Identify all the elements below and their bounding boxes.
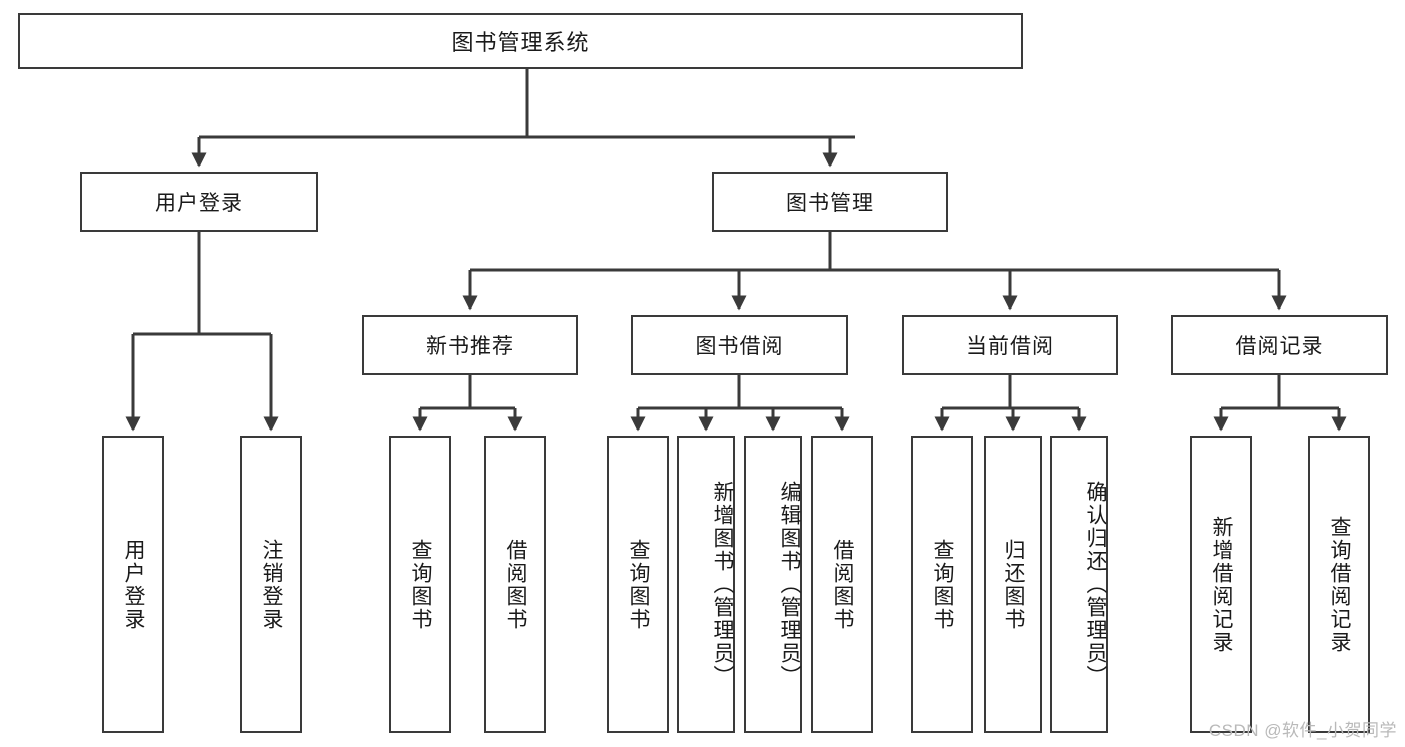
node-leaf-logout[interactable]: 注销登录 bbox=[240, 436, 302, 733]
node-book-borrow[interactable]: 图书借阅 bbox=[631, 315, 848, 375]
node-leaf-add-book-admin[interactable]: 新增图书（管理员） bbox=[677, 436, 735, 733]
watermark-text: CSDN @软件_小贺同学 bbox=[1208, 721, 1397, 740]
node-leaf-confirm-return-admin[interactable]: 确认归还（管理员） bbox=[1050, 436, 1108, 733]
node-leaf-add-borrow-record[interactable]: 新增借阅记录 bbox=[1190, 436, 1252, 733]
node-leaf-borrow-book[interactable]: 借阅图书 bbox=[811, 436, 873, 733]
node-leaf-return-book[interactable]: 归还图书 bbox=[984, 436, 1042, 733]
node-leaf-query-borrow-record[interactable]: 查询借阅记录 bbox=[1308, 436, 1370, 733]
node-leaf-borrow-book-recommend[interactable]: 借阅图书 bbox=[484, 436, 546, 733]
node-book-manage[interactable]: 图书管理 bbox=[712, 172, 948, 232]
node-leaf-query-book-recommend[interactable]: 查询图书 bbox=[389, 436, 451, 733]
node-current-borrow[interactable]: 当前借阅 bbox=[902, 315, 1118, 375]
node-leaf-edit-book-admin[interactable]: 编辑图书（管理员） bbox=[744, 436, 802, 733]
node-leaf-query-book-current[interactable]: 查询图书 bbox=[911, 436, 973, 733]
node-borrow-record[interactable]: 借阅记录 bbox=[1171, 315, 1388, 375]
node-leaf-user-login[interactable]: 用户登录 bbox=[102, 436, 164, 733]
node-leaf-query-book-borrow[interactable]: 查询图书 bbox=[607, 436, 669, 733]
node-user-login[interactable]: 用户登录 bbox=[80, 172, 318, 232]
node-root[interactable]: 图书管理系统 bbox=[18, 13, 1023, 69]
node-new-book-recommend[interactable]: 新书推荐 bbox=[362, 315, 578, 375]
